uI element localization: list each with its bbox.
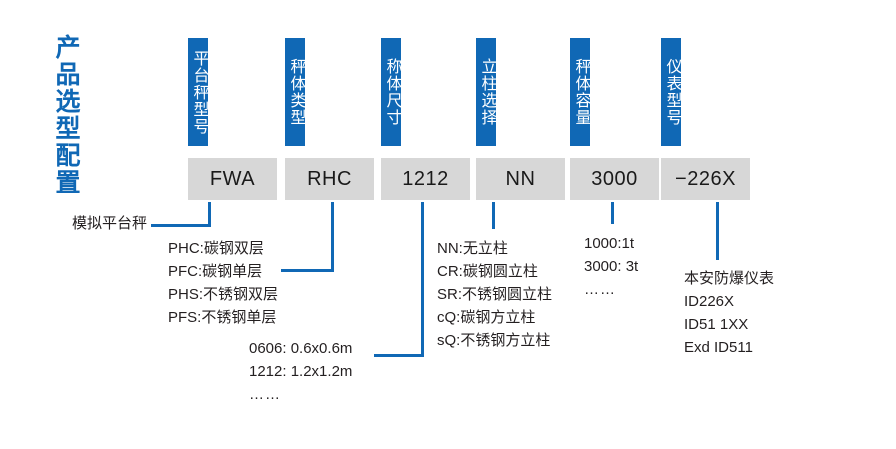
note-meter-1: 本安防爆仪表: [684, 270, 775, 287]
note-scale-body-types: PHC:碳钢双层 PFC:碳钢单层 PHS:不锈钢双层 PFS:不锈钢单层: [168, 237, 278, 329]
note-body-sizes: 0606: 0.6x0.6m 1212: 1.2x1.2m ……: [249, 337, 352, 406]
column-meter-model: 仪表型号 −226X: [661, 38, 750, 200]
connector-3-horizontal: [374, 354, 424, 357]
column-platform-scale-model: 平台秤型号 FWA: [188, 38, 277, 200]
connector-1-horizontal: [151, 224, 211, 227]
column-value-5[interactable]: 3000: [570, 158, 659, 200]
note-body-size-ellipsis: ……: [249, 386, 281, 403]
page-title: 产品选型配置: [52, 34, 80, 196]
note-pillar-4: cQ:碳钢方立柱: [437, 309, 536, 326]
column-header-3: 称体尺寸: [381, 38, 402, 146]
column-header-5: 秤体容量: [570, 38, 591, 146]
connector-4-vertical: [492, 202, 495, 229]
note-meter-2: ID226X: [684, 293, 735, 310]
connector-2-vertical: [331, 202, 334, 272]
connector-1-vertical: [208, 202, 211, 227]
column-header-4: 立柱选择: [476, 38, 497, 146]
note-body-type-4: PFS:不锈钢单层: [168, 309, 277, 326]
note-capacity-2: 3000: 3t: [584, 258, 639, 275]
note-body-type-3: PHS:不锈钢双层: [168, 286, 279, 303]
column-capacity: 秤体容量 3000: [570, 38, 659, 200]
column-header-1: 平台秤型号: [188, 38, 209, 146]
column-value-2[interactable]: RHC: [285, 158, 374, 200]
note-body-type-1: PHC:碳钢双层: [168, 240, 264, 257]
note-body-size-2: 1212: 1.2x1.2m: [249, 363, 353, 380]
note-pillar-options: NN:无立柱 CR:碳钢圆立柱 SR:不锈钢圆立柱 cQ:碳钢方立柱 sQ:不锈…: [437, 237, 552, 352]
connector-2-horizontal: [281, 269, 334, 272]
note-body-size-1: 0606: 0.6x0.6m: [249, 340, 353, 357]
connector-5-vertical: [611, 202, 614, 224]
note-capacities: 1000:1t 3000: 3t ……: [584, 232, 638, 301]
note-pillar-3: SR:不锈钢圆立柱: [437, 286, 553, 303]
column-pillar-option: 立柱选择 NN: [476, 38, 565, 200]
note-meter-4: Exd ID511: [684, 339, 753, 356]
note-pillar-5: sQ:不锈钢方立柱: [437, 332, 551, 349]
column-scale-body-type: 秤体类型 RHC: [285, 38, 374, 200]
connector-3-vertical: [421, 202, 424, 357]
note-platform-scale-line: 模拟平台秤: [72, 215, 148, 232]
note-pillar-1: NN:无立柱: [437, 240, 508, 257]
note-pillar-2: CR:碳钢圆立柱: [437, 263, 538, 280]
column-body-size: 称体尺寸 1212: [381, 38, 470, 200]
note-platform-scale: 模拟平台秤: [72, 212, 147, 235]
column-value-4[interactable]: NN: [476, 158, 565, 200]
connector-6-vertical: [716, 202, 719, 260]
note-meters: 本安防爆仪表 ID226X ID51 1XX Exd ID511: [684, 267, 774, 359]
note-capacity-ellipsis: ……: [584, 281, 616, 298]
column-header-2: 秤体类型: [285, 38, 306, 146]
column-value-1[interactable]: FWA: [188, 158, 277, 200]
note-body-type-2: PFC:碳钢单层: [168, 263, 263, 280]
note-capacity-1: 1000:1t: [584, 235, 635, 252]
column-value-6[interactable]: −226X: [661, 158, 750, 200]
column-value-3[interactable]: 1212: [381, 158, 470, 200]
column-header-6: 仪表型号: [661, 38, 682, 146]
note-meter-3: ID51 1XX: [684, 316, 749, 333]
